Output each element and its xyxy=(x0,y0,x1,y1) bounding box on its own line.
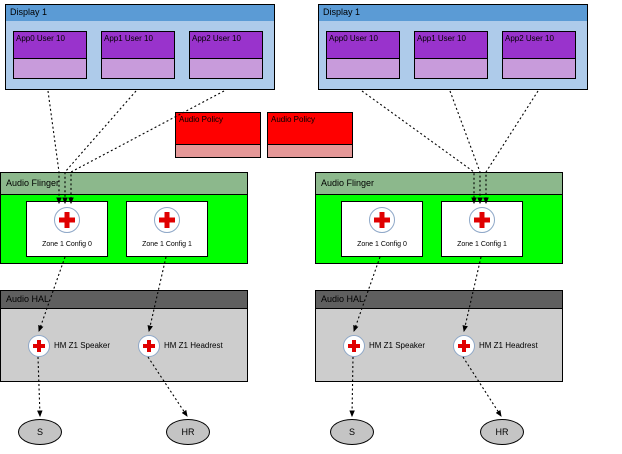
device-label: HM Z1 Speaker xyxy=(369,341,426,350)
output-ellipse: S xyxy=(330,419,374,445)
mixer-icon xyxy=(54,207,80,233)
device-label: HM Z1 Speaker xyxy=(54,341,111,350)
zone-config-box: Zone 1 Config 0 xyxy=(341,201,423,257)
app-body xyxy=(415,59,487,78)
app-label: App2 User 10 xyxy=(190,32,262,59)
mixer-icon xyxy=(154,207,180,233)
audio-flinger-panel: Audio Flinger Zone 1 Config 0 Zone 1 Con… xyxy=(315,172,563,264)
audio-hal-panel: Audio HAL HM Z1 Speaker HM Z1 Headrest xyxy=(315,290,563,382)
mixer-icon xyxy=(469,207,495,233)
audio-policy-footer xyxy=(176,144,260,157)
audio-policy-box: Audio Policy xyxy=(267,112,353,158)
zone-config-label: Zone 1 Config 1 xyxy=(457,241,507,248)
app-box: App1 User 10 xyxy=(101,31,175,79)
app-body xyxy=(14,59,86,78)
app-box: App2 User 10 xyxy=(502,31,576,79)
zone-config-label: Zone 1 Config 0 xyxy=(357,241,407,248)
app-label: App0 User 10 xyxy=(327,32,399,59)
app-body xyxy=(503,59,575,78)
display-panel: Display 1 App0 User 10 App1 User 10 App2… xyxy=(5,4,275,90)
zone-config-label: Zone 1 Config 1 xyxy=(142,241,192,248)
output-ellipse: HR xyxy=(480,419,524,445)
audio-hal-title: Audio HAL xyxy=(1,291,247,309)
audio-policy-label: Audio Policy xyxy=(179,115,224,124)
zone-config-box: Zone 1 Config 0 xyxy=(26,201,108,257)
app-box: App0 User 10 xyxy=(326,31,400,79)
app-body xyxy=(327,59,399,78)
audio-flinger-title: Audio Flinger xyxy=(1,173,247,195)
display-title: Display 1 xyxy=(6,5,274,21)
zone-config-label: Zone 1 Config 0 xyxy=(42,241,92,248)
mixer-icon xyxy=(28,335,50,357)
app-label: App1 User 10 xyxy=(415,32,487,59)
display-panel: Display 1 App0 User 10 App1 User 10 App2… xyxy=(318,4,588,90)
app-body xyxy=(102,59,174,78)
audio-policy-label: Audio Policy xyxy=(271,115,316,124)
audio-policy-footer xyxy=(268,144,352,157)
output-ellipse: S xyxy=(18,419,62,445)
app-box: App0 User 10 xyxy=(13,31,87,79)
audio-hal-title: Audio HAL xyxy=(316,291,562,309)
mixer-icon xyxy=(369,207,395,233)
app-label: App1 User 10 xyxy=(102,32,174,59)
output-ellipse: HR xyxy=(166,419,210,445)
output-label: HR xyxy=(181,427,195,437)
app-box: App2 User 10 xyxy=(189,31,263,79)
device-label: HM Z1 Headrest xyxy=(164,341,223,350)
mixer-icon xyxy=(138,335,160,357)
device-label: HM Z1 Headrest xyxy=(479,341,538,350)
app-body xyxy=(190,59,262,78)
zone-config-box: Zone 1 Config 1 xyxy=(126,201,208,257)
display-title: Display 1 xyxy=(319,5,587,21)
audio-flinger-panel: Audio Flinger Zone 1 Config 0 Zone 1 Con… xyxy=(0,172,248,264)
output-label: S xyxy=(348,427,355,437)
output-label: HR xyxy=(495,427,509,437)
output-label: S xyxy=(36,427,43,437)
audio-policy-box: Audio Policy xyxy=(175,112,261,158)
mixer-icon xyxy=(343,335,365,357)
app-label: App0 User 10 xyxy=(14,32,86,59)
app-box: App1 User 10 xyxy=(414,31,488,79)
mixer-icon xyxy=(453,335,475,357)
audio-flinger-title: Audio Flinger xyxy=(316,173,562,195)
app-label: App2 User 10 xyxy=(503,32,575,59)
audio-hal-panel: Audio HAL HM Z1 Speaker HM Z1 Headrest xyxy=(0,290,248,382)
zone-config-box: Zone 1 Config 1 xyxy=(441,201,523,257)
